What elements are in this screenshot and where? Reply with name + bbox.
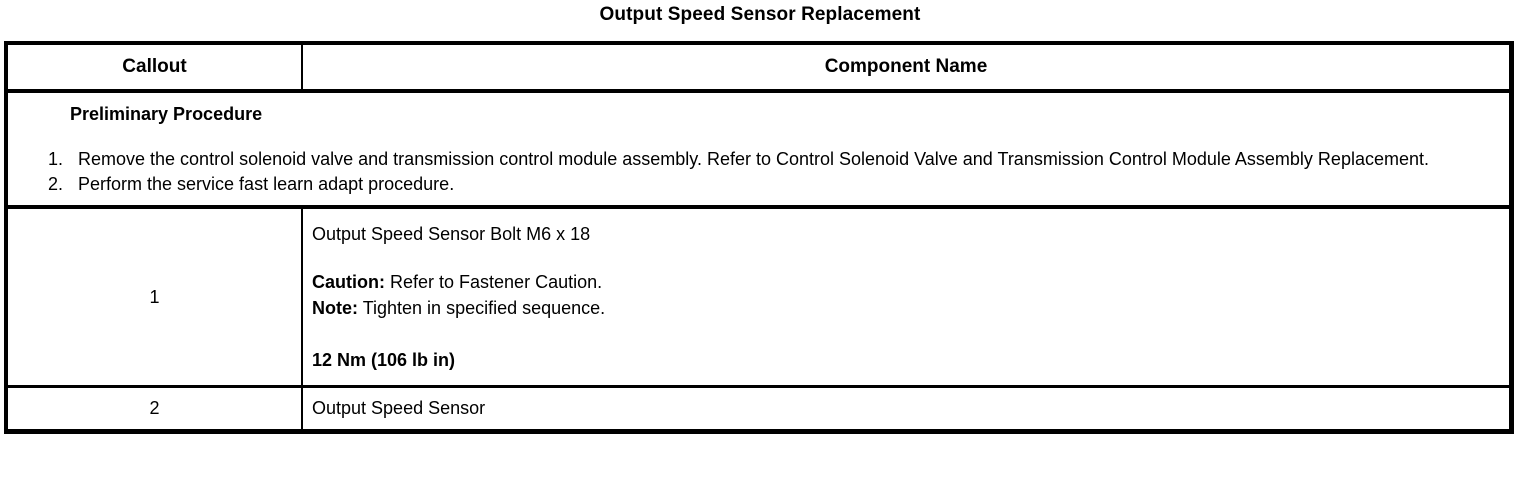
preliminary-procedure-cell: Preliminary Procedure Remove the control… bbox=[8, 91, 1509, 209]
caution-label: Caution: bbox=[312, 272, 385, 292]
callout-number-1: 1 bbox=[8, 207, 303, 388]
preliminary-step-2: Perform the service fast learn adapt pro… bbox=[68, 172, 1497, 197]
note-label: Note: bbox=[312, 298, 358, 318]
component-name-2: Output Speed Sensor bbox=[312, 398, 486, 418]
torque-specification: 12 Nm (106 lb in) bbox=[312, 350, 456, 370]
note-line: Note: Tighten in specified sequence. bbox=[312, 295, 1509, 321]
column-header-callout: Callout bbox=[8, 45, 303, 93]
spacer bbox=[312, 247, 1509, 269]
page-title: Output Speed Sensor Replacement bbox=[599, 4, 921, 25]
callout-number-2: 2 bbox=[8, 386, 303, 429]
note-text: Tighten in specified sequence. bbox=[362, 298, 606, 318]
caution-text: Refer to Fastener Caution. bbox=[390, 272, 603, 292]
preliminary-procedure-row: Preliminary Procedure Remove the control… bbox=[8, 91, 1509, 209]
column-header-component-name: Component Name bbox=[302, 45, 1509, 93]
preliminary-procedure-heading: Preliminary Procedure bbox=[70, 104, 263, 124]
preliminary-step-1: Remove the control solenoid valve and tr… bbox=[68, 147, 1497, 172]
component-cell-1: Output Speed Sensor Bolt M6 x 18 Caution… bbox=[302, 207, 1509, 388]
table-row: 1 Output Speed Sensor Bolt M6 x 18 Cauti… bbox=[8, 207, 1509, 388]
table-header-row: Callout Component Name bbox=[8, 45, 1509, 93]
component-cell-2: Output Speed Sensor bbox=[302, 387, 1509, 430]
preliminary-steps-list: Remove the control solenoid valve and tr… bbox=[20, 147, 1497, 197]
component-name-1: Output Speed Sensor Bolt M6 x 18 bbox=[312, 224, 591, 244]
table-row: 2 Output Speed Sensor bbox=[8, 386, 1509, 430]
caution-line: Caution: Refer to Fastener Caution. bbox=[312, 269, 1509, 295]
spec-table: Callout Component Name Preliminary Proce… bbox=[8, 45, 1509, 429]
spacer bbox=[312, 321, 1509, 347]
spec-table-container: Callout Component Name Preliminary Proce… bbox=[4, 41, 1514, 434]
